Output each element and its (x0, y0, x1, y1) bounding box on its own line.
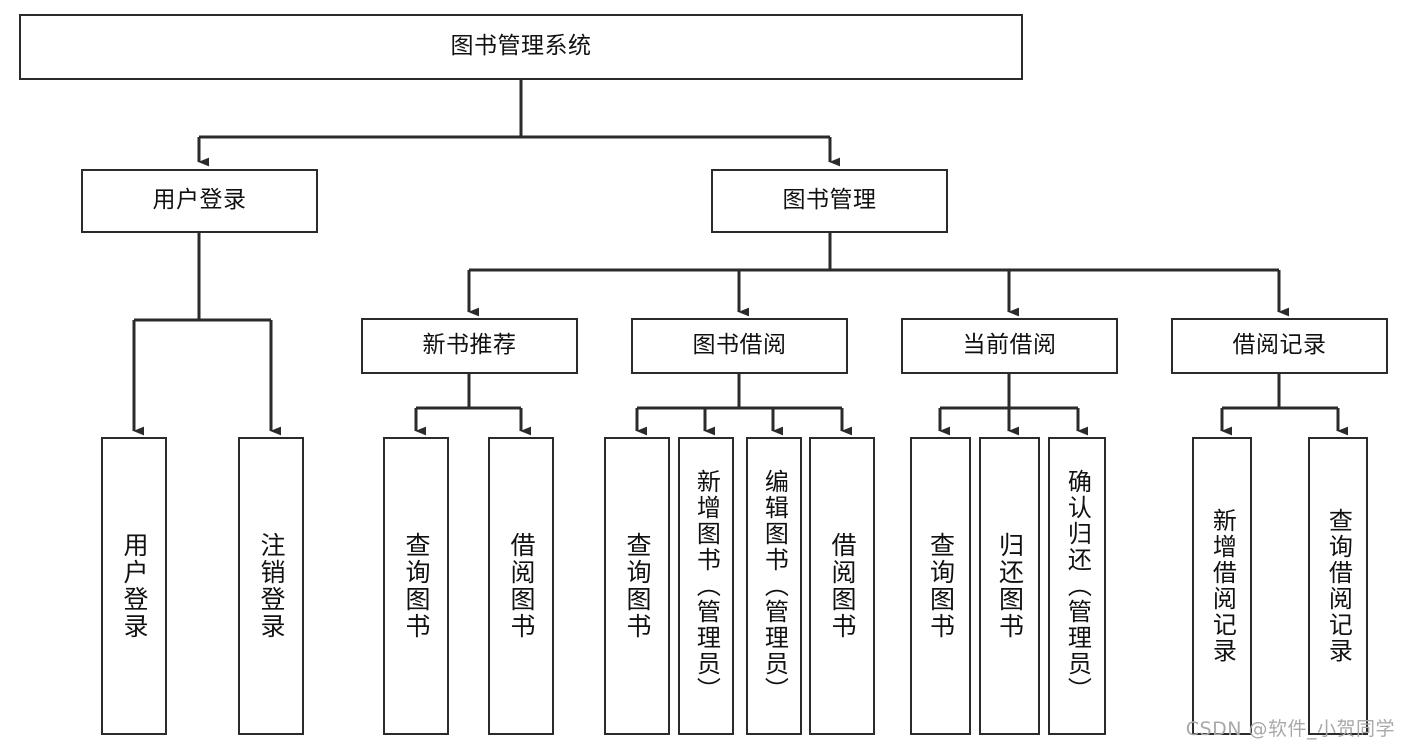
node-leaf-add-borrow-record-label: 新增借阅记录 (1208, 508, 1237, 664)
node-leaf-query-book-c[interactable]: 查询图书 (910, 437, 971, 735)
node-leaf-query-book-c-label: 查询图书 (926, 532, 956, 640)
node-leaf-query-book-a[interactable]: 查询图书 (383, 437, 449, 735)
node-leaf-confirm-return-admin-label: 确认归还（管理员） (1063, 469, 1092, 703)
node-current-borrow-label: 当前借阅 (962, 332, 1057, 359)
node-leaf-edit-book-admin-label: 编辑图书（管理员） (760, 469, 789, 703)
node-leaf-borrow-book-b[interactable]: 借阅图书 (809, 437, 875, 735)
node-leaf-add-book-admin-label: 新增图书（管理员） (692, 469, 721, 703)
node-leaf-user-login[interactable]: 用户登录 (101, 437, 167, 735)
node-book-manage[interactable]: 图书管理 (711, 169, 948, 233)
node-leaf-logout-login-label: 注销登录 (257, 532, 286, 640)
node-leaf-confirm-return-admin[interactable]: 确认归还（管理员） (1048, 437, 1106, 735)
node-leaf-add-borrow-record[interactable]: 新增借阅记录 (1192, 437, 1252, 735)
node-new-book-recommend[interactable]: 新书推荐 (361, 318, 578, 374)
node-leaf-query-borrow-record[interactable]: 查询借阅记录 (1308, 437, 1368, 735)
node-leaf-query-borrow-record-label: 查询借阅记录 (1324, 508, 1353, 664)
csdn-watermark: CSDN @软件_小贺同学 (1185, 718, 1395, 740)
node-leaf-borrow-book-a[interactable]: 借阅图书 (488, 437, 554, 735)
node-leaf-logout-login[interactable]: 注销登录 (238, 437, 304, 735)
node-book-manage-label: 图书管理 (782, 187, 877, 214)
node-root[interactable]: 图书管理系统 (19, 14, 1023, 80)
node-borrow-record-label: 借阅记录 (1232, 332, 1327, 359)
node-leaf-borrow-book-b-label: 借阅图书 (828, 532, 857, 640)
node-leaf-query-book-b[interactable]: 查询图书 (604, 437, 670, 735)
node-leaf-user-login-label: 用户登录 (120, 532, 149, 640)
node-book-borrow[interactable]: 图书借阅 (631, 318, 848, 374)
node-root-label: 图书管理系统 (450, 33, 592, 60)
node-user-login[interactable]: 用户登录 (81, 169, 318, 233)
node-borrow-record[interactable]: 借阅记录 (1171, 318, 1388, 374)
node-user-login-label: 用户登录 (152, 187, 247, 214)
node-leaf-edit-book-admin[interactable]: 编辑图书（管理员） (746, 437, 802, 735)
node-new-book-recommend-label: 新书推荐 (422, 332, 517, 359)
node-current-borrow[interactable]: 当前借阅 (901, 318, 1118, 374)
node-leaf-query-book-b-label: 查询图书 (623, 532, 652, 640)
node-book-borrow-label: 图书借阅 (692, 332, 787, 359)
node-leaf-query-book-a-label: 查询图书 (402, 532, 431, 640)
node-leaf-return-book-label: 归还图书 (995, 532, 1025, 640)
node-leaf-add-book-admin[interactable]: 新增图书（管理员） (678, 437, 734, 735)
node-leaf-borrow-book-a-label: 借阅图书 (507, 532, 536, 640)
node-leaf-return-book[interactable]: 归还图书 (979, 437, 1040, 735)
